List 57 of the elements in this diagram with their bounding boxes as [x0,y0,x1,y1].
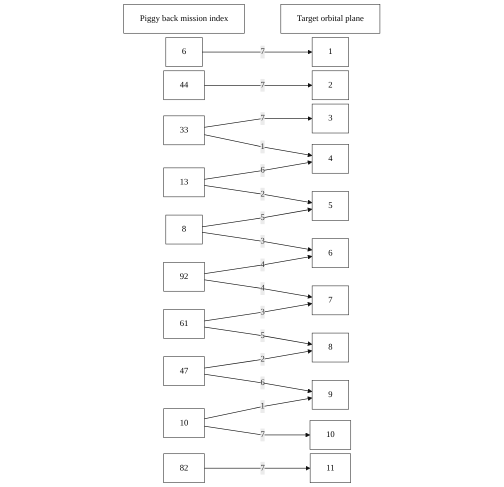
arrow [204,280,313,299]
node-box: 7 [312,286,350,316]
arrow [204,326,313,346]
node-box: 92 [164,262,205,292]
node-box: 47 [164,356,205,386]
node-box: Piggy back mission index [124,4,245,34]
edge-label: 1 [260,402,265,411]
edge-label: 3 [260,307,265,316]
edge-label: 3 [260,236,265,246]
node-box: 13 [164,168,205,198]
arrow [204,396,313,420]
node-box: 6 [312,238,350,268]
arrow [204,466,311,471]
node-box: Target orbital plane [280,4,380,34]
arrow [204,349,313,368]
edge-label: 1 [260,142,265,152]
node-box: 5 [312,191,350,221]
arrow [202,232,313,252]
edge-label: 4 [260,284,265,293]
edge-label: 7 [260,430,265,440]
node-box: 44 [164,70,205,100]
node-box: 61 [164,309,205,339]
arrow [204,302,313,322]
arrow [204,82,313,88]
arrow [204,374,313,394]
arrow [202,50,313,54]
node-box: 1 [312,37,350,67]
edge-label: 5 [260,212,265,222]
edge-label: 7 [260,80,265,90]
arrow [204,134,313,158]
arrow [204,185,313,204]
node-box: 8 [312,332,350,362]
arrow [204,254,313,274]
edge-label: 7 [260,47,265,56]
node-box: 4 [312,144,350,174]
edge-label: 6 [260,166,265,175]
edge-label: 7 [260,463,265,473]
edge-label: 4 [260,260,265,270]
edge-label: 2 [260,354,265,364]
arrow [204,116,313,128]
node-box: 11 [310,453,352,483]
node-box: 9 [312,380,350,410]
arrow [204,160,313,180]
node-box: 8 [166,214,203,244]
node-box: 82 [164,453,205,483]
node-box: 6 [166,37,203,67]
edge-label: 2 [260,189,265,198]
arrow [204,426,310,438]
node-box: 10 [164,408,205,438]
edge-label: 5 [260,330,265,340]
node-box: 3 [312,104,350,134]
node-box: 2 [312,70,350,100]
node-box: 33 [164,116,205,146]
arrow [202,208,313,228]
node-box: 10 [310,420,352,450]
edge-label: 7 [260,114,265,123]
edge-label: 6 [260,378,265,388]
